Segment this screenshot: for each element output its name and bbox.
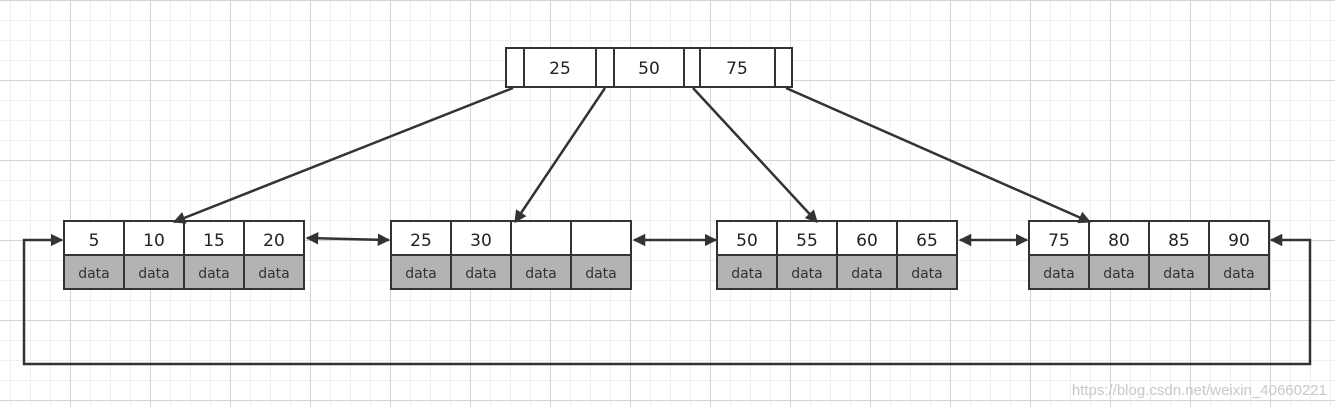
leaf-data-cell — [1208, 254, 1270, 290]
leaf-data-cell — [1028, 254, 1090, 290]
watermark: https://blog.csdn.net/weixin_40660221 — [1071, 382, 1327, 399]
leaf-key-cell — [570, 220, 632, 256]
leaf-data-cell — [63, 254, 125, 290]
leaf-data-cell — [123, 254, 185, 290]
leaf-data-label: data — [791, 266, 823, 282]
leaf-key: 75 — [1048, 231, 1070, 251]
root-pointer-3 — [774, 47, 793, 88]
root-key: 25 — [549, 59, 571, 79]
leaf-data-cell — [390, 254, 452, 290]
leaf-key: 10 — [143, 231, 165, 251]
leaf-node-4: 75 data 80 data 85 data 90 data — [1028, 220, 1270, 290]
leaf-node-1: 5 data 10 data 15 data 20 data — [63, 220, 305, 290]
root-key: 50 — [638, 59, 660, 79]
root-key: 75 — [726, 59, 748, 79]
leaf-data-cell — [243, 254, 305, 290]
leaf-data-label: data — [405, 266, 437, 282]
leaf-data-label: data — [1163, 266, 1195, 282]
sibling-link-1 — [305, 232, 391, 246]
leaf-data-label: data — [1223, 266, 1255, 282]
leaf-data-label: data — [1043, 266, 1075, 282]
child-pointers — [172, 86, 1092, 224]
leaf-key: 90 — [1228, 231, 1250, 251]
leaf-data-label: data — [851, 266, 883, 282]
leaf-data-label: data — [465, 266, 497, 282]
root-pointer-1 — [595, 47, 615, 88]
child-edge-3 — [692, 87, 818, 223]
leaf-key: 80 — [1108, 231, 1130, 251]
root-key-cell-0 — [523, 47, 597, 88]
leaf-data-label: data — [1103, 266, 1135, 282]
wraparound-link — [22, 233, 1312, 366]
root-key-cell-1 — [613, 47, 685, 88]
leaf-key: 15 — [203, 231, 225, 251]
leaf-data-cell — [183, 254, 245, 290]
leaf-key: 20 — [263, 231, 285, 251]
leaf-data-label: data — [585, 266, 617, 282]
leaf-data-label: data — [198, 266, 230, 282]
root-key-cell-2 — [699, 47, 776, 88]
leaf-data-cell — [896, 254, 958, 290]
leaf-key: 55 — [796, 231, 818, 251]
leaf-key: 5 — [89, 231, 100, 251]
leaf-data-label: data — [911, 266, 943, 282]
leaf-key-cell — [510, 220, 572, 256]
leaf-key: 30 — [470, 231, 492, 251]
root-node: 25 50 75 — [505, 47, 793, 88]
leaf-node-3: 50 data 55 data 60 data 65 data — [716, 220, 958, 290]
leaf-data-cell — [1088, 254, 1150, 290]
root-pointer-0 — [505, 47, 525, 88]
leaf-key: 60 — [856, 231, 878, 251]
leaf-data-cell — [510, 254, 572, 290]
leaf-data-label: data — [525, 266, 557, 282]
leaf-data-label: data — [731, 266, 763, 282]
leaf-key: 65 — [916, 231, 938, 251]
leaf-data-cell — [776, 254, 838, 290]
leaf-data-cell — [1148, 254, 1210, 290]
leaf-key: 25 — [410, 231, 432, 251]
root-pointer-2 — [683, 47, 701, 88]
child-edge-2 — [513, 87, 607, 224]
leaf-node-2: 25 data 30 data data data — [390, 220, 632, 290]
leaf-data-label: data — [78, 266, 110, 282]
leaf-level: 5 data 10 data 15 data 20 data 25 data 30 data data d… — [63, 220, 1270, 290]
leaf-data-label: data — [138, 266, 170, 282]
leaf-key: 50 — [736, 231, 758, 251]
child-edge-4 — [785, 86, 1092, 224]
leaf-data-cell — [570, 254, 632, 290]
leaf-data-cell — [716, 254, 778, 290]
leaf-data-cell — [836, 254, 898, 290]
leaf-key: 85 — [1168, 231, 1190, 251]
leaf-data-label: data — [258, 266, 290, 282]
child-edge-1 — [172, 86, 514, 224]
